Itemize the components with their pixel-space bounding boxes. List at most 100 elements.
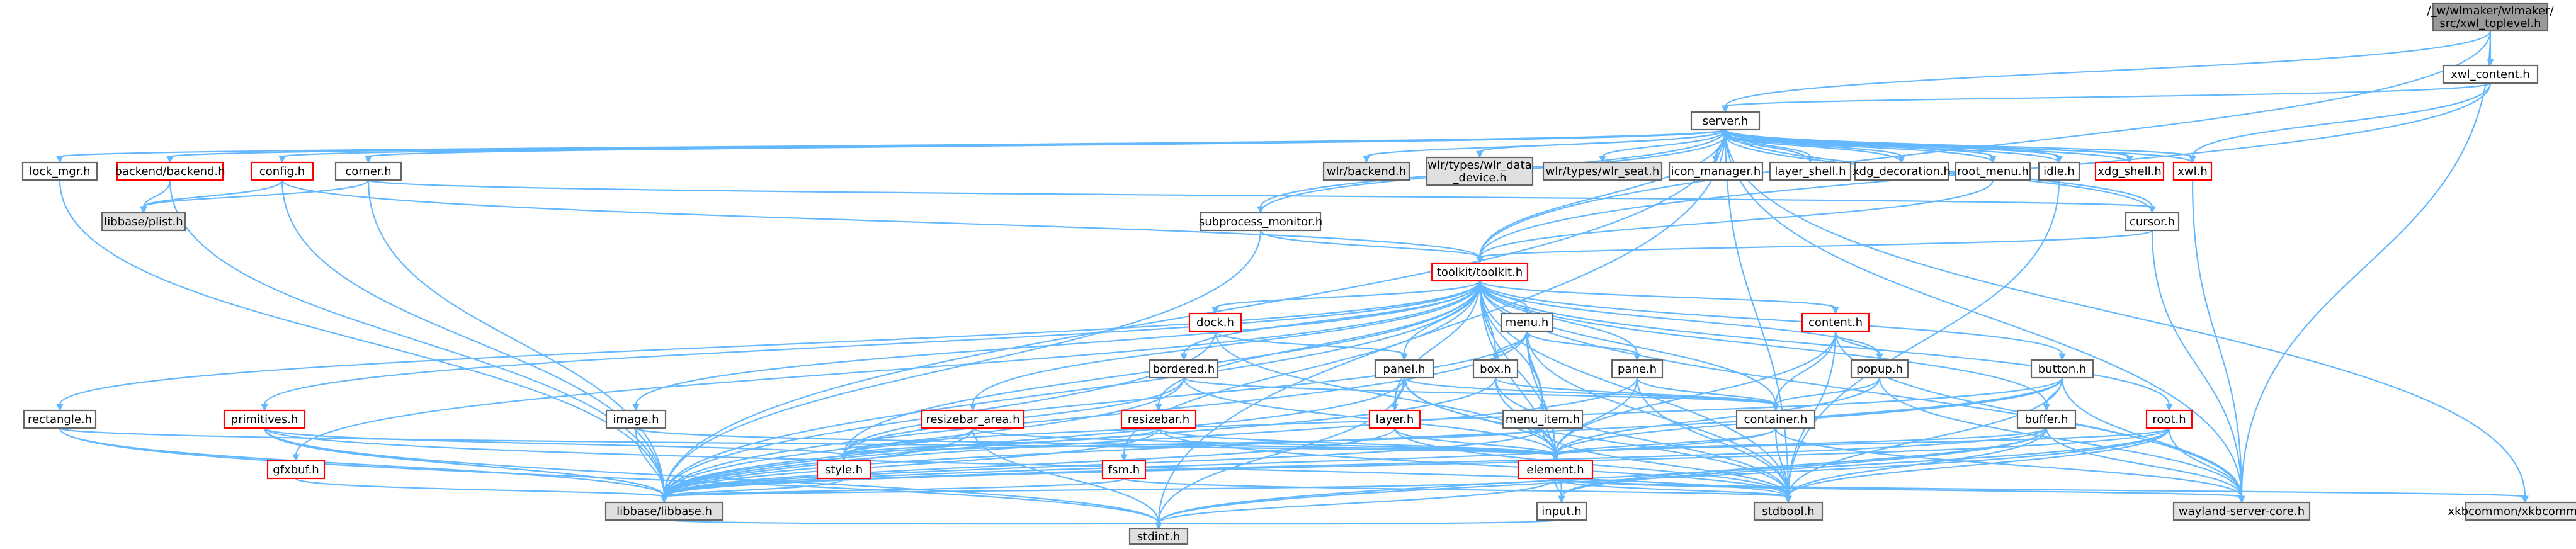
node-label: buffer.h [2024, 413, 2068, 426]
node-label: icon_manager.h [1671, 165, 1761, 178]
node-pane[interactable]: pane.h [1611, 359, 1664, 379]
node-box [1854, 161, 1949, 181]
node-stdint[interactable]: stdint.h [1128, 528, 1189, 545]
node-image[interactable]: image.h [605, 409, 667, 429]
node-xdg-decoration[interactable]: xdg_decoration.h [1853, 161, 1951, 181]
node-plist[interactable]: libbase/plist.h [101, 212, 186, 232]
node-label: resizebar_area.h [926, 413, 1019, 426]
node-label: layer.h [1376, 413, 1414, 426]
node-label: panel.h [1383, 363, 1425, 376]
node-box [921, 409, 1025, 429]
node-box [21, 161, 98, 181]
node-stdbool[interactable]: stdbool.h [1753, 501, 1824, 521]
edge-root-to-wayland [2238, 30, 2492, 504]
node-wlr-data-device[interactable]: wlr/types/wlr_data_device.h [1426, 156, 1534, 186]
node-box [116, 161, 224, 181]
node-wlr-seat[interactable]: wlr/types/wlr_seat.h [1542, 161, 1663, 181]
node-fsm[interactable]: fsm.h [1101, 460, 1147, 480]
node-corner[interactable]: corner.h [334, 161, 402, 181]
node-content[interactable]: content.h [1801, 312, 1870, 332]
node-box [2145, 409, 2193, 429]
node-subprocess-monitor[interactable]: subprocess_monitor.h [1199, 212, 1322, 232]
edge-libbase-to-stdint [663, 519, 1162, 530]
edge-corner-to-plist [140, 179, 370, 214]
node-label: bordered.h [1153, 363, 1215, 376]
node-dock[interactable]: dock.h [1188, 312, 1242, 332]
node-buffer[interactable]: buffer.h [2016, 409, 2077, 429]
node-label: popup.h [1856, 363, 1903, 376]
node-config[interactable]: config.h [250, 161, 314, 181]
node-style[interactable]: style.h [816, 460, 871, 480]
node-label: wlr/types/wlr_data [1427, 159, 1532, 172]
node-lock-mgr[interactable]: lock_mgr.h [21, 161, 98, 181]
node-box [1690, 111, 1761, 131]
node-wlr-backend[interactable]: wlr/backend.h [1322, 161, 1410, 181]
node-label: menu.h [1506, 316, 1549, 329]
node-box[interactable]: box.h [1472, 359, 1519, 379]
edge-menu_item-to-menu [1523, 330, 1544, 411]
node-box [1955, 161, 2031, 181]
node-menu[interactable]: menu.h [1500, 312, 1554, 332]
node-box [2432, 2, 2549, 32]
node-xdg-shell[interactable]: xdg_shell.h [2094, 161, 2165, 181]
node-container[interactable]: container.h [1735, 409, 1816, 429]
node-box [23, 409, 97, 429]
node-label: stdint.h [1137, 530, 1180, 543]
node-primitives[interactable]: primitives.h [223, 409, 306, 429]
node-popup[interactable]: popup.h [1850, 359, 1909, 379]
edge-element-to-input [1554, 478, 1565, 504]
edge-root_tk-to-input [1558, 427, 2170, 504]
edge-toolkit-to-primitives [261, 280, 1481, 412]
node-input[interactable]: input.h [1536, 501, 1587, 521]
node-panel[interactable]: panel.h [1374, 359, 1434, 379]
node-layer: /_w/wlmaker/wlmaker/src/xwl_toplevel.hxw… [21, 2, 2576, 545]
node-box [2125, 212, 2180, 232]
node-idle[interactable]: idle.h [2038, 161, 2080, 181]
node-box [1753, 501, 1824, 521]
node-label: container.h [1744, 413, 1808, 426]
node-box [1472, 359, 1519, 379]
node-label: toolkit/toolkit.h [1437, 266, 1523, 279]
node-label: wlr/backend.h [1327, 165, 1406, 178]
node-label: image.h [613, 413, 659, 426]
node-root[interactable]: /_w/wlmaker/wlmaker/src/xwl_toplevel.h [2427, 2, 2554, 32]
node-resizebar[interactable]: resizebar.h [1120, 409, 1197, 429]
edge-toolkit-to-dock [1211, 280, 1481, 315]
edge-root_tk-to-element [1552, 427, 2170, 462]
node-wayland[interactable]: wayland-server-core.h [2172, 501, 2311, 521]
node-label: box.h [1480, 363, 1511, 376]
node-backend[interactable]: backend/backend.h [115, 161, 225, 181]
edge-server-to-corner [365, 128, 1727, 164]
node-label: pane.h [1618, 363, 1657, 376]
node-label: menu_item.h [1506, 413, 1580, 426]
node-button[interactable]: button.h [2030, 359, 2094, 379]
node-xwl[interactable]: xwl.h [2172, 161, 2213, 181]
node-rectangle[interactable]: rectangle.h [23, 409, 97, 429]
node-label: src/xwl_toplevel.h [2439, 17, 2541, 30]
node-menu-item[interactable]: menu_item.h [1502, 409, 1584, 429]
node-box [1128, 528, 1189, 545]
node-root-tk[interactable]: root.h [2145, 409, 2193, 429]
node-element[interactable]: element.h [1517, 460, 1594, 480]
node-label: libbase/plist.h [104, 215, 183, 229]
node-label: backend/backend.h [115, 165, 225, 178]
node-libbase[interactable]: libbase/libbase.h [604, 501, 724, 521]
node-cursor[interactable]: cursor.h [2125, 212, 2180, 232]
node-toolkit[interactable]: toolkit/toolkit.h [1431, 262, 1529, 282]
node-root-menu[interactable]: root_menu.h [1955, 161, 2031, 181]
node-gfxbuf[interactable]: gfxbuf.h [266, 460, 326, 480]
node-resizebar-area[interactable]: resizebar_area.h [921, 409, 1025, 429]
node-label: /_w/wlmaker/wlmaker/ [2427, 4, 2554, 18]
node-layer-shell[interactable]: layer_shell.h [1769, 161, 1852, 181]
node-icon-manager[interactable]: icon_manager.h [1668, 161, 1764, 181]
node-layer[interactable]: layer.h [1368, 409, 1421, 429]
node-label: subprocess_monitor.h [1199, 215, 1322, 229]
node-xkbcommon[interactable]: xkbcommon/xkbcommon.h [2448, 501, 2576, 521]
node-xwl-content[interactable]: xwl_content.h [2442, 64, 2539, 84]
node-box [605, 409, 667, 429]
node-server[interactable]: server.h [1690, 111, 1761, 131]
node-label: root.h [2152, 413, 2186, 426]
node-bordered[interactable]: bordered.h [1149, 359, 1219, 379]
edge-toolkit-to-root_tk [1478, 280, 2173, 412]
